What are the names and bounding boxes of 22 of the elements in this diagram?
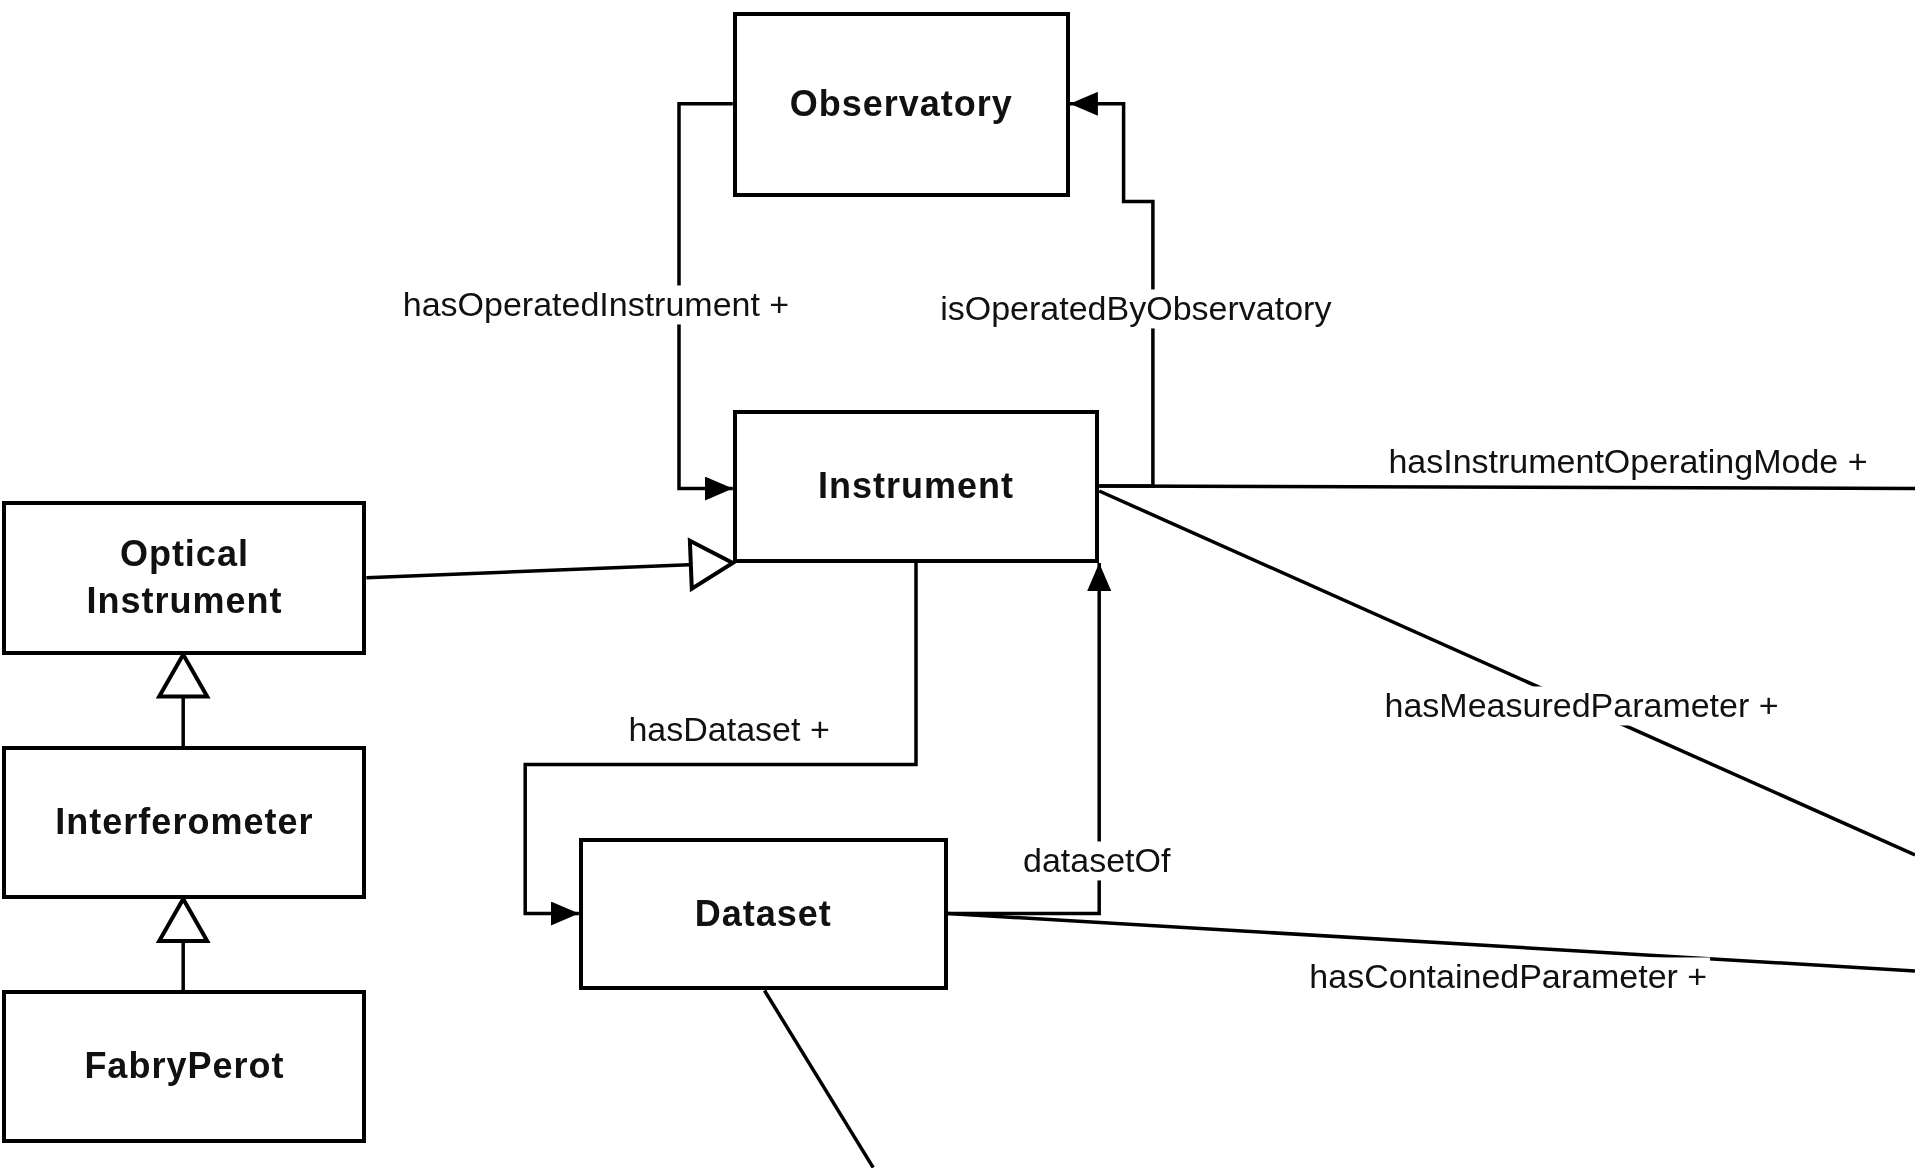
class-box	[2, 990, 367, 1144]
class-box	[2, 500, 367, 655]
class-name: FabryPerot	[84, 1044, 285, 1089]
class-box	[732, 12, 1070, 197]
association-line	[947, 911, 1915, 973]
class-box	[2, 746, 367, 899]
class-name: Optical Instrument	[85, 531, 284, 623]
association-line	[1098, 489, 1915, 857]
association-line	[1099, 484, 1915, 491]
class-name: Observatory	[789, 82, 1013, 126]
association-line	[763, 989, 875, 1168]
generalization-arrow	[366, 538, 735, 591]
class-name: Dataset	[694, 891, 832, 936]
class-name: Instrument	[817, 464, 1014, 509]
association-arrow	[523, 563, 918, 926]
association-arrow	[677, 102, 733, 501]
class-box	[578, 837, 948, 991]
class-name: Interferometer	[55, 800, 314, 845]
generalization-arrow	[157, 652, 210, 747]
generalization-arrow	[157, 896, 210, 991]
association-arrow	[1069, 91, 1155, 488]
class-box	[732, 410, 1100, 563]
